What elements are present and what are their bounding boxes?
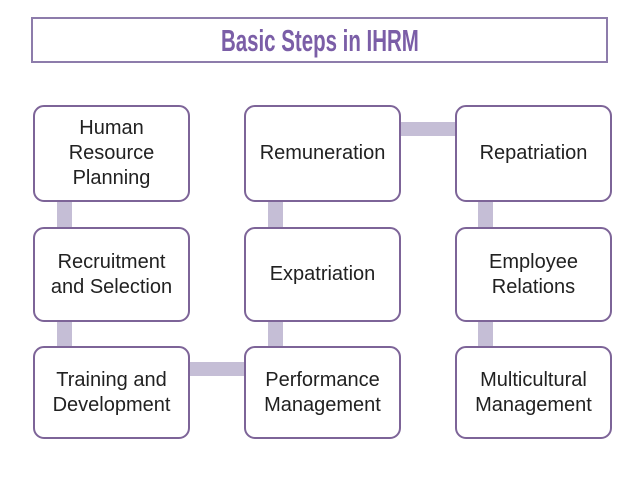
process-box-label: Expatriation [269, 263, 376, 285]
process-box-label: Multicultural Management [475, 368, 592, 416]
connector-human-resource-planning-recruitment-and-selection [57, 196, 72, 232]
process-box-training-and-development: Training and Development [33, 346, 190, 439]
process-box-human-resource-planning: Human Resource Planning [33, 105, 190, 202]
process-box-label: Repatriation [479, 142, 588, 164]
process-box-employee-relations: Employee Relations [455, 227, 612, 322]
process-box-repatriation: Repatriation [455, 105, 612, 202]
process-box-label: Training and Development [52, 368, 171, 416]
connector-remuneration-repatriation [396, 122, 460, 136]
slide-title: Basic Steps in IHRM [220, 22, 419, 58]
connector-training-and-development-performance-management [186, 362, 250, 376]
process-box-label: Employee Relations [489, 250, 578, 298]
process-box-multicultural-management: Multicultural Management [455, 346, 612, 439]
process-box-recruitment-and-selection: Recruitment and Selection [33, 227, 190, 322]
connector-repatriation-employee-relations [478, 196, 493, 232]
connector-expatriation-remuneration [268, 196, 283, 232]
connector-recruitment-and-selection-training-and-development [57, 316, 72, 352]
process-box-label: Human Resource Planning [68, 117, 155, 189]
process-box-expatriation: Expatriation [244, 227, 401, 322]
process-box-label: Remuneration [259, 142, 386, 164]
process-box-remuneration: Remuneration [244, 105, 401, 202]
process-box-performance-management: Performance Management [244, 346, 401, 439]
process-box-label: Recruitment and Selection [50, 250, 173, 298]
connector-performance-management-expatriation [268, 316, 283, 352]
connector-employee-relations-multicultural-management [478, 316, 493, 352]
process-box-label: Performance Management [264, 368, 381, 416]
slide-title-box: Basic Steps in IHRM [31, 17, 608, 63]
